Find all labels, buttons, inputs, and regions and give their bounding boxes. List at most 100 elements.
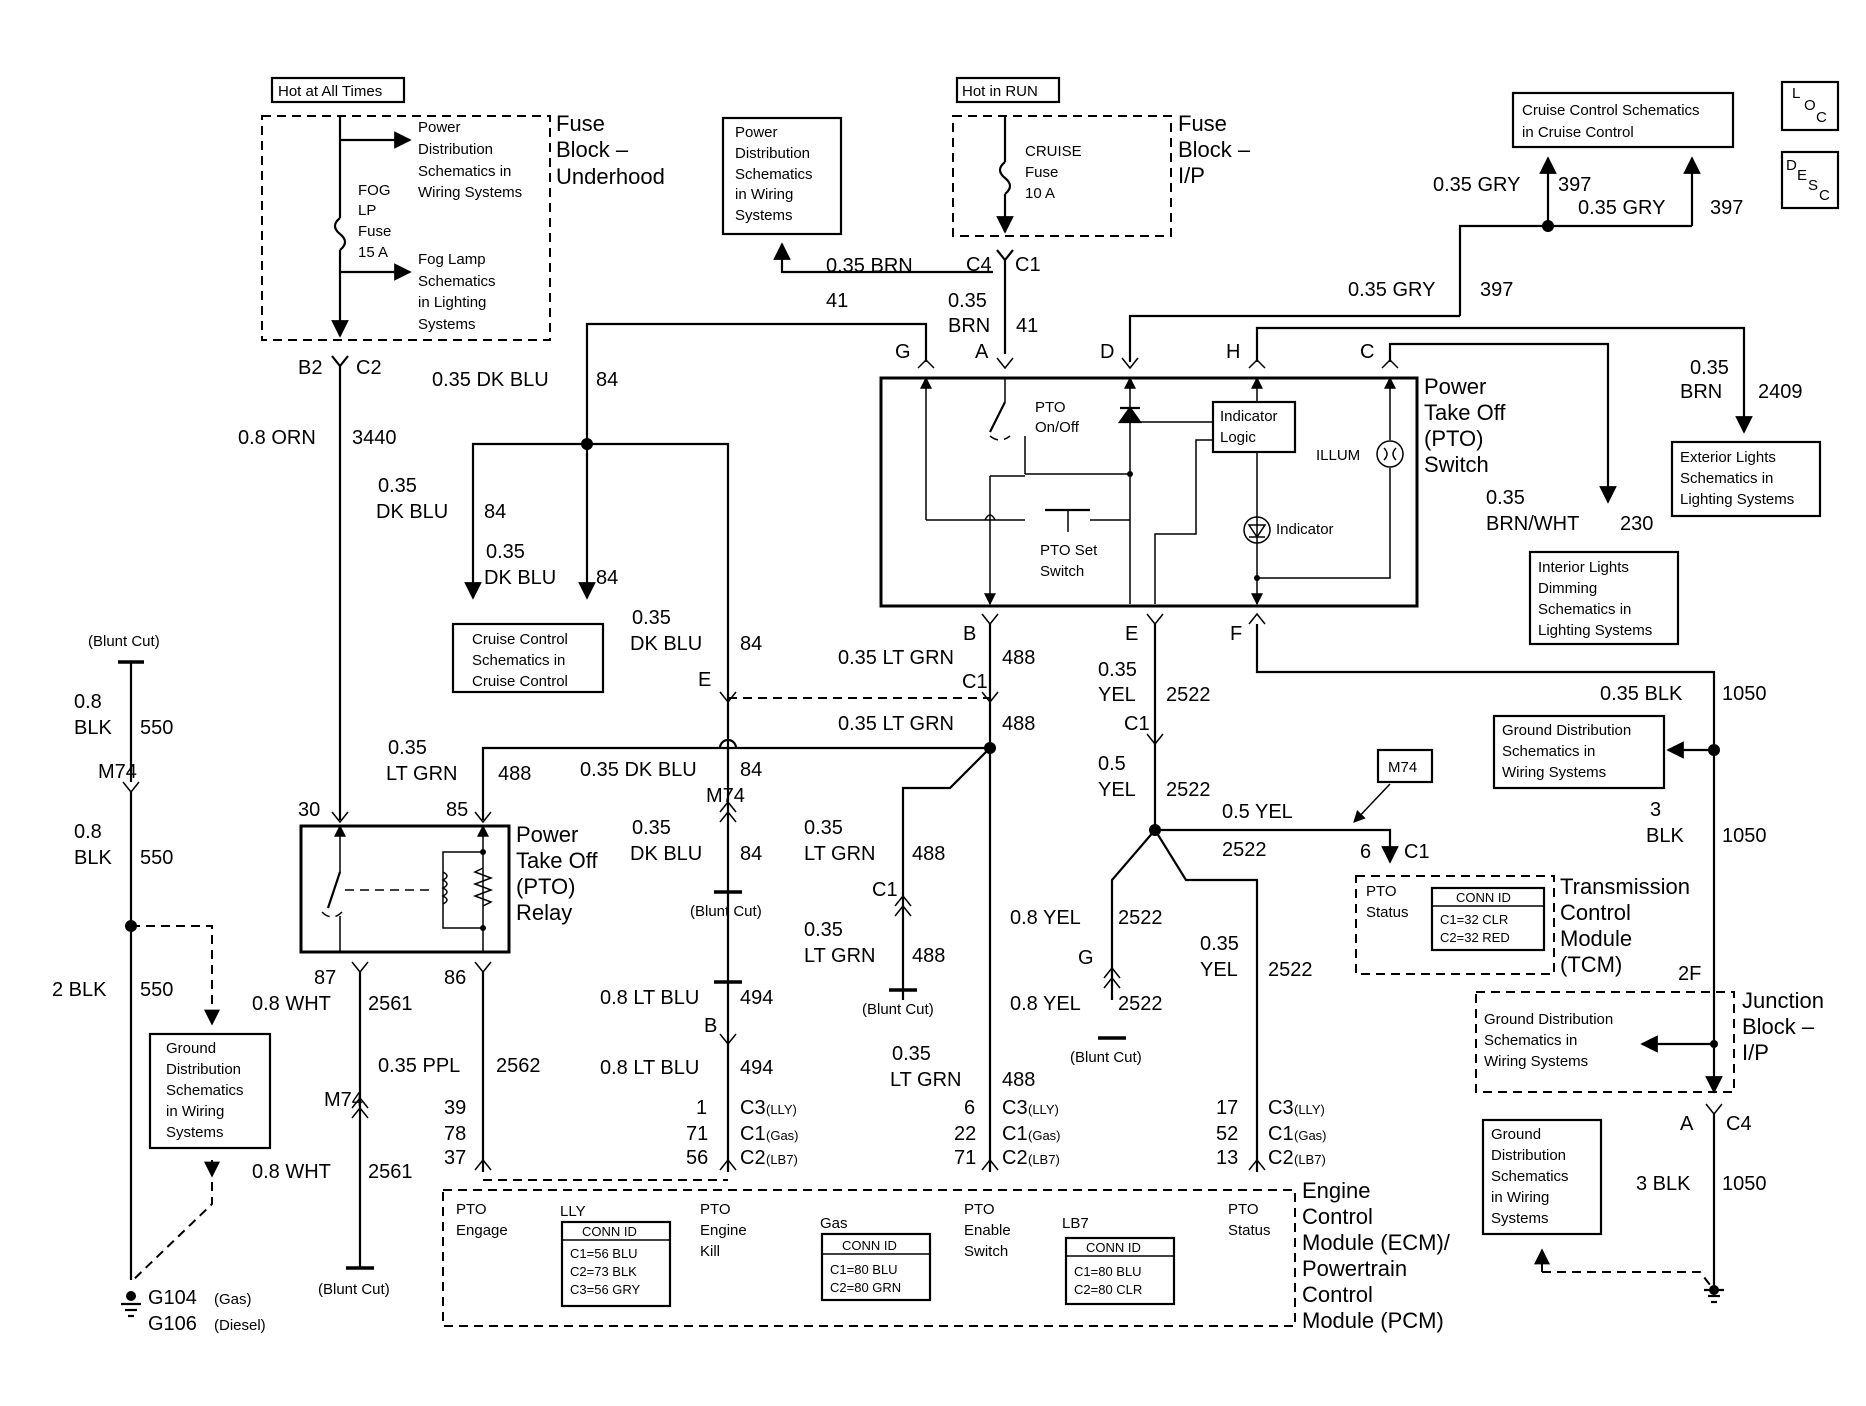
diagram-label: Systems	[735, 207, 793, 224]
diagram-label: (Blunt Cut)	[88, 633, 160, 650]
diagram-label: C3	[1002, 1097, 1028, 1119]
diagram-label: PTO	[1366, 883, 1397, 900]
wire-segment	[1103, 966, 1121, 989]
diagram-label: C1	[962, 671, 988, 693]
diagram-label: C3	[1268, 1097, 1294, 1119]
diagram-label: I/P	[1742, 1040, 1769, 1065]
diagram-label: 56	[686, 1147, 708, 1169]
diagram-label: 6	[964, 1097, 975, 1119]
diagram-label: 84	[484, 501, 506, 523]
diagram-label: M74	[1388, 759, 1417, 776]
diagram-label: C4	[1726, 1113, 1752, 1135]
loc-icon[interactable]: L O C	[1780, 80, 1840, 132]
diagram-label: Block –	[556, 137, 629, 162]
diagram-label: Schematics in	[472, 652, 565, 669]
indicator-logic-box	[1211, 400, 1297, 454]
diagram-label: 52	[1216, 1123, 1238, 1145]
diagram-label: Indicator	[1276, 521, 1334, 538]
diagram-label: 0.35	[632, 607, 671, 629]
wire-segment	[996, 357, 1014, 370]
diagram-label: G104	[148, 1287, 197, 1309]
diagram-label: 550	[140, 847, 173, 869]
diagram-label: B	[704, 1015, 717, 1037]
diagram-label: (PTO)	[516, 874, 575, 899]
diagram-label: Distribution	[418, 141, 493, 158]
wire-segment	[1146, 733, 1164, 746]
diagram-label: 71	[686, 1123, 708, 1145]
diagram-label: 0.8 WHT	[252, 1161, 331, 1183]
diagram-label: 0.35	[804, 817, 843, 839]
diagram-label: C2	[740, 1147, 766, 1169]
diagram-label: 0.35	[1098, 659, 1137, 681]
diagram-label: 397	[1558, 174, 1591, 196]
diagram-label: (Blunt Cut)	[862, 1001, 934, 1018]
wire-segment	[952, 115, 1172, 237]
diagram-label: E	[1125, 623, 1138, 645]
diagram-label: (Diesel)	[214, 1317, 266, 1334]
diagram-label: Engage	[456, 1222, 508, 1239]
diagram-label: Power	[735, 124, 778, 141]
wire-segment	[261, 115, 551, 341]
wire-segment	[981, 1158, 999, 1171]
diagram-label: M74	[324, 1089, 363, 1111]
diagram-label: 488	[912, 945, 945, 967]
diagram-label: PTO	[700, 1201, 731, 1218]
diagram-label: 2562	[496, 1055, 541, 1077]
wire-segment	[721, 116, 843, 236]
diagram-label: 0.35 DK BLU	[580, 759, 697, 781]
diagram-label: 3	[1650, 799, 1661, 821]
diagram-label: F	[1230, 623, 1242, 645]
diagram-label: 84	[740, 759, 762, 781]
wire-segment	[464, 442, 587, 600]
diagram-label: Fuse	[1025, 164, 1058, 181]
diagram-label: PTO	[1228, 1201, 1259, 1218]
diagram-label: D	[1786, 157, 1797, 174]
diagram-label: 2522	[1166, 684, 1211, 706]
diagram-label: 84	[740, 843, 762, 865]
diagram-label: O	[1804, 97, 1816, 114]
diagram-label: Engine	[1302, 1178, 1371, 1203]
diagram-label: Schematics in	[418, 163, 511, 180]
diagram-label: C2=32 RED	[1440, 930, 1510, 945]
wire-segment	[585, 322, 928, 444]
diagram-label: (Blunt Cut)	[1070, 1049, 1142, 1066]
diagram-label: (Blunt Cut)	[690, 903, 762, 920]
diagram-label: (Blunt Cut)	[318, 1281, 390, 1298]
wire-segment	[587, 442, 730, 1172]
diagram-label: Distribution	[735, 145, 810, 162]
diagram-label: Junction	[1742, 988, 1824, 1013]
diagram-label: DK BLU	[630, 633, 702, 655]
diagram-label: CONN ID	[582, 1224, 637, 1239]
gas-conn-id-box	[820, 1232, 932, 1302]
diagram-label: D	[1100, 341, 1114, 363]
wire-segment	[901, 747, 991, 1000]
wire-segment	[474, 961, 492, 974]
tcm-conn-id-box	[1430, 886, 1546, 952]
diagram-label: 0.35 DK BLU	[432, 369, 549, 391]
diagram-label: 3 BLK	[1636, 1173, 1691, 1195]
diagram-label: 2409	[1758, 381, 1803, 403]
diagram-label: 0.8 YEL	[1010, 907, 1081, 929]
diagram-label: Fog Lamp	[418, 251, 486, 268]
wire-segment	[1511, 91, 1735, 149]
diagram-label: Distribution	[166, 1061, 241, 1078]
splice-dot	[1254, 575, 1260, 581]
wire-segment	[131, 925, 220, 1026]
diagram-label: 0.35	[388, 737, 427, 759]
diagram-label: CONN ID	[1086, 1240, 1141, 1255]
splice-dot	[480, 925, 486, 931]
diagram-label: Ground	[166, 1040, 216, 1057]
diagram-label: 0.35	[804, 919, 843, 941]
diagram-label: 0.35 LT GRN	[838, 713, 954, 735]
splice-dot	[581, 438, 593, 450]
diagram-label: 13	[1216, 1147, 1238, 1169]
diagram-label: LB7	[1062, 1215, 1089, 1232]
diagram-label: Switch	[1424, 452, 1489, 477]
desc-icon[interactable]: D E S C	[1780, 150, 1840, 210]
wire-segment	[1128, 314, 1460, 362]
diagram-label: Power	[516, 822, 578, 847]
diagram-label: (LLY)	[766, 1102, 797, 1117]
diagram-label: 488	[912, 843, 945, 865]
diagram-label: C1=56 BLU	[570, 1246, 638, 1261]
